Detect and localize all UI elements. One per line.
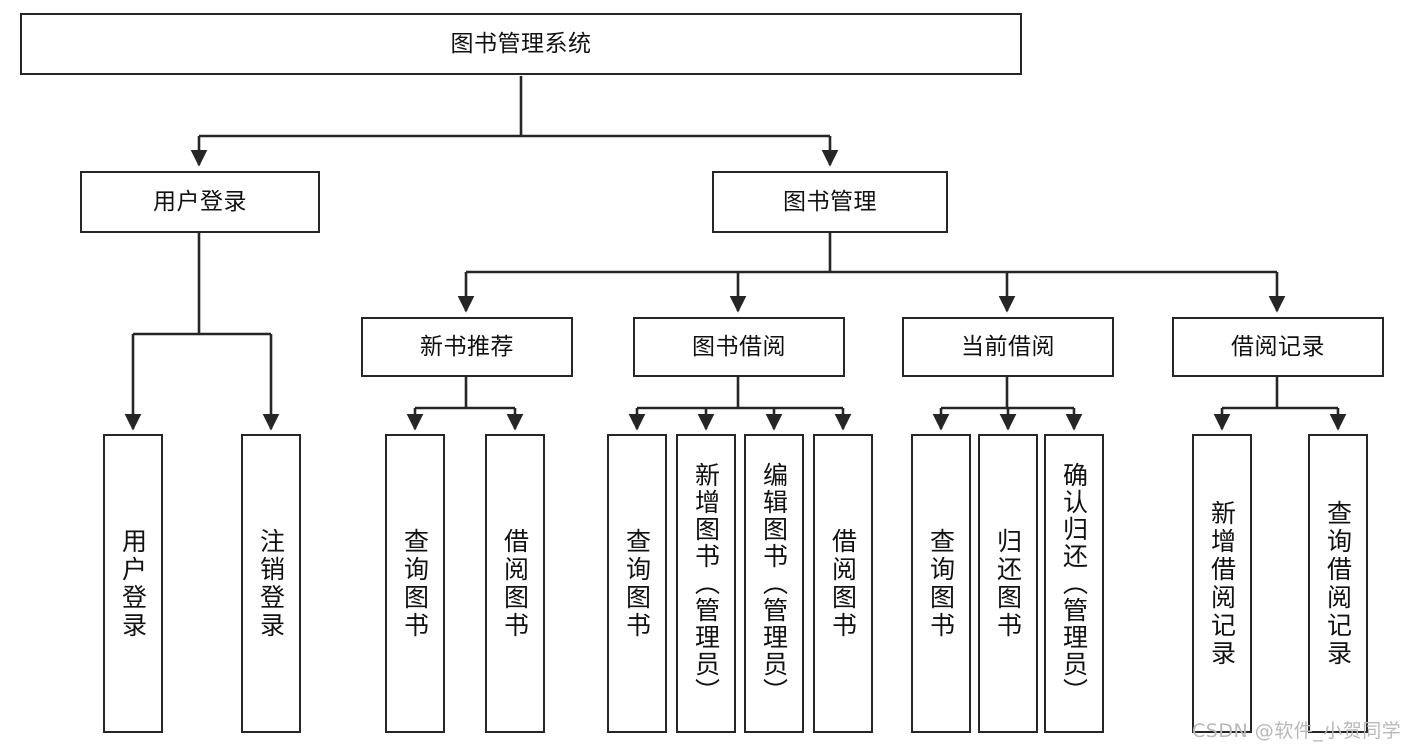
node-label: 确认归还（管理员） bbox=[1059, 462, 1089, 705]
node-leaf-borrow-book[interactable]: 借阅图书 bbox=[813, 434, 873, 733]
node-borrow-records[interactable]: 借阅记录 bbox=[1172, 317, 1384, 377]
node-label: 图书管理 bbox=[783, 188, 877, 215]
node-label: 归还图书 bbox=[993, 527, 1023, 640]
node-root-book-management-system[interactable]: 图书管理系统 bbox=[20, 13, 1022, 75]
node-leaf-query-book-current[interactable]: 查询图书 bbox=[911, 434, 971, 733]
node-new-book-recommend[interactable]: 新书推荐 bbox=[361, 317, 573, 377]
node-book-borrow[interactable]: 图书借阅 bbox=[633, 317, 845, 377]
node-label: 用户登录 bbox=[118, 527, 148, 640]
node-label: 新增图书（管理员） bbox=[691, 462, 721, 705]
node-leaf-user-login[interactable]: 用户登录 bbox=[103, 434, 163, 733]
node-leaf-confirm-return-admin[interactable]: 确认归还（管理员） bbox=[1044, 434, 1104, 733]
node-label: 新书推荐 bbox=[420, 333, 514, 360]
node-label: 编辑图书（管理员） bbox=[759, 462, 789, 705]
node-leaf-add-borrow-record[interactable]: 新增借阅记录 bbox=[1192, 434, 1252, 733]
node-label: 图书管理系统 bbox=[450, 30, 592, 57]
node-label: 查询借阅记录 bbox=[1323, 499, 1353, 668]
node-label: 借阅图书 bbox=[500, 527, 530, 640]
node-label: 注销登录 bbox=[256, 527, 286, 640]
node-leaf-add-book-admin[interactable]: 新增图书（管理员） bbox=[676, 434, 736, 733]
node-book-management[interactable]: 图书管理 bbox=[712, 171, 948, 233]
node-current-borrow[interactable]: 当前借阅 bbox=[902, 317, 1114, 377]
node-label: 查询图书 bbox=[926, 527, 956, 640]
node-label: 图书借阅 bbox=[692, 333, 786, 360]
node-label: 借阅图书 bbox=[828, 527, 858, 640]
node-label: 新增借阅记录 bbox=[1207, 499, 1237, 668]
node-leaf-return-book[interactable]: 归还图书 bbox=[978, 434, 1038, 733]
node-label: 当前借阅 bbox=[961, 333, 1055, 360]
node-label: 查询图书 bbox=[622, 527, 652, 640]
node-label: 用户登录 bbox=[153, 188, 247, 215]
node-label: 查询图书 bbox=[400, 527, 430, 640]
watermark-text: CSDN @软件_小贺同学 bbox=[1192, 720, 1402, 742]
node-leaf-query-book-recommend[interactable]: 查询图书 bbox=[385, 434, 445, 733]
node-leaf-logout[interactable]: 注销登录 bbox=[241, 434, 301, 733]
node-label: 借阅记录 bbox=[1231, 333, 1325, 360]
node-leaf-query-borrow-record[interactable]: 查询借阅记录 bbox=[1308, 434, 1368, 733]
node-leaf-query-book-borrow[interactable]: 查询图书 bbox=[607, 434, 667, 733]
node-user-login[interactable]: 用户登录 bbox=[80, 171, 320, 233]
node-leaf-edit-book-admin[interactable]: 编辑图书（管理员） bbox=[744, 434, 804, 733]
node-leaf-borrow-book-recommend[interactable]: 借阅图书 bbox=[485, 434, 545, 733]
